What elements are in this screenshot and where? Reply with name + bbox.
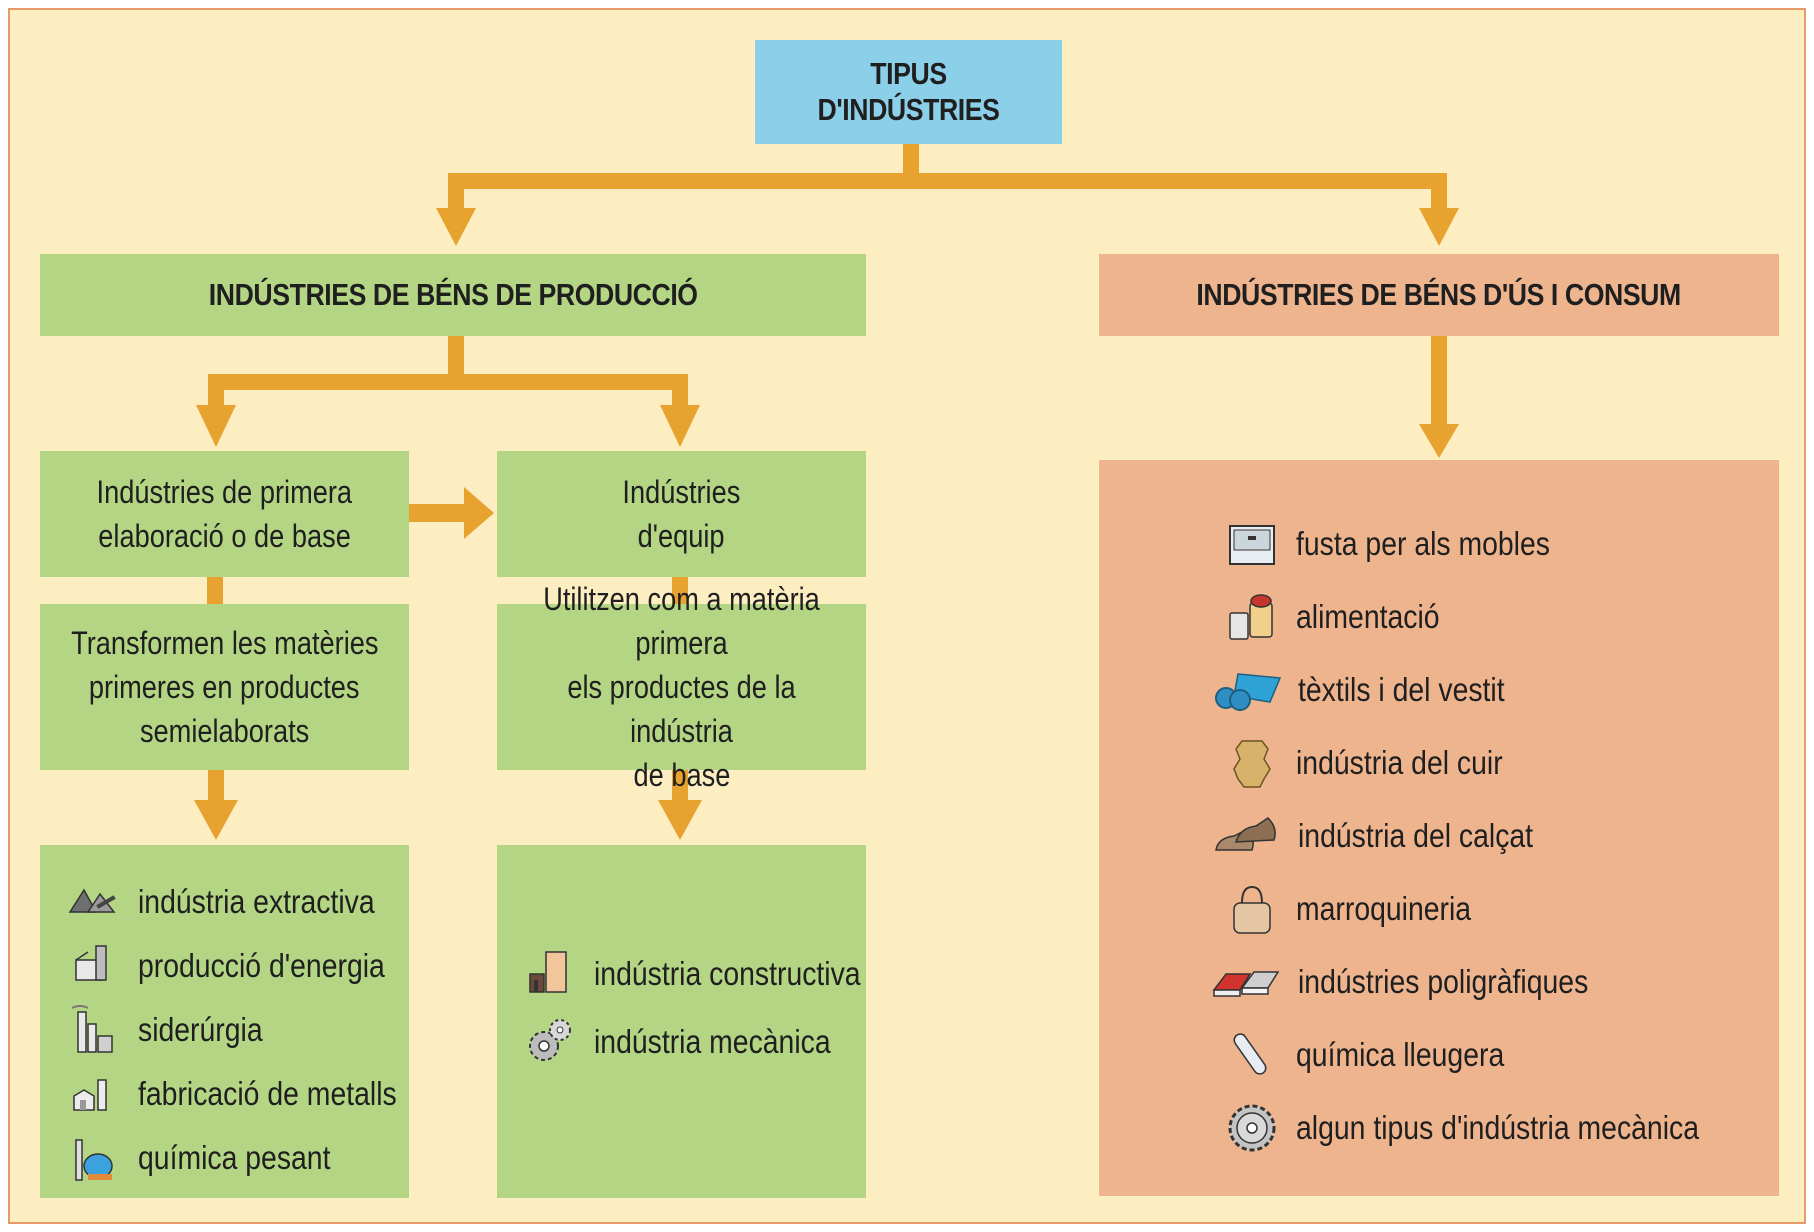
metal-factory-icon	[73, 1079, 107, 1111]
list-item-label: indústria del cuir	[1296, 744, 1503, 781]
equipment-title-line1: Indústries	[622, 474, 741, 510]
list-item-label: indústria constructiva	[594, 955, 861, 992]
test-tube-icon	[1233, 1033, 1267, 1075]
gear-icon	[1228, 1104, 1276, 1152]
list-item: tèxtils i del vestit	[1212, 662, 1538, 718]
list-item: indústria del calçat	[1212, 808, 1571, 864]
connector-left-drop	[448, 173, 464, 213]
connector-right-drop	[1431, 173, 1447, 213]
food-cans-icon	[1229, 594, 1273, 640]
steelworks-icon	[71, 1005, 113, 1053]
construction-icon	[529, 951, 567, 993]
list-item: indústria constructiva	[522, 946, 904, 1002]
connector-primary-drop	[208, 374, 224, 410]
list-item-label: indústria extractiva	[138, 883, 375, 920]
list-item-label: química pesant	[138, 1139, 331, 1176]
furniture-icon	[1229, 525, 1275, 565]
consumption-header: INDÚSTRIES DE BÉNS D'ÚS I CONSUM	[1099, 254, 1779, 336]
equipment-description: Utilitzen com a matèria primera els prod…	[497, 581, 866, 793]
equipment-title-line2: d'equip	[638, 518, 725, 554]
fabric-rolls-icon	[1215, 673, 1282, 711]
production-title: INDÚSTRIES DE BÉNS DE PRODUCCIÓ	[208, 277, 698, 312]
list-item-label: tèxtils i del vestit	[1298, 671, 1505, 708]
arrowhead-equipment-list	[658, 800, 702, 840]
list-item-label: indústria del calçat	[1298, 817, 1534, 854]
list-item-label: química lleugera	[1296, 1036, 1505, 1073]
list-item-label: alimentació	[1296, 598, 1440, 635]
connector-production-bar	[208, 374, 688, 390]
primary-title-line1: Indústries de primera	[96, 474, 353, 510]
list-item: alimentació	[1224, 589, 1463, 645]
shoes-icon	[1215, 817, 1276, 851]
list-item: indústria mecànica	[522, 1014, 869, 1070]
handbag-icon	[1233, 885, 1271, 934]
mining-icon	[68, 888, 116, 913]
books-icon	[1212, 971, 1280, 997]
chemical-plant-icon	[75, 1139, 113, 1181]
connector-equipment-drop	[672, 374, 688, 410]
connector-production-stem	[448, 336, 464, 378]
list-item: indústria extractiva	[66, 874, 413, 930]
list-item-label: indústria mecànica	[594, 1023, 831, 1060]
primary-desc-line1: Transformen les matèries	[70, 625, 379, 661]
connector-root-bar	[448, 173, 1447, 189]
primary-node: Indústries de primera elaboració o de ba…	[40, 451, 409, 577]
list-item: química pesant	[66, 1130, 362, 1186]
arrowhead-primary	[196, 405, 236, 447]
list-item: indústries poligràfiques	[1210, 954, 1636, 1010]
equipment-node: Indústries d'equip	[497, 451, 866, 577]
primary-title-line2: elaboració o de base	[98, 518, 351, 554]
list-item-label: fabricació de metalls	[138, 1075, 397, 1112]
connector-consumption-stem	[1431, 336, 1447, 428]
connector-side-bar	[408, 504, 468, 522]
root-title: TIPUS D'INDÚSTRIES	[817, 56, 1000, 127]
equipment-desc-line3: de base	[633, 757, 730, 793]
arrowhead-side	[464, 487, 494, 539]
list-item: fusta per als mobles	[1224, 516, 1591, 572]
connector-primary-list	[208, 769, 224, 805]
arrowhead-consumption	[1419, 208, 1459, 246]
arrowhead-production	[436, 208, 476, 246]
consumption-list-box	[1099, 460, 1779, 1196]
list-item: siderúrgia	[66, 1002, 283, 1058]
list-item: producció d'energia	[66, 938, 425, 994]
list-item-label: siderúrgia	[138, 1011, 263, 1048]
list-item-label: marroquineria	[1296, 890, 1472, 927]
primary-desc-line2: primeres en productes	[89, 669, 360, 705]
leather-hide-icon	[1233, 740, 1271, 788]
primary-desc-line3: semielaborats	[139, 713, 310, 749]
list-item: indústria del cuir	[1224, 735, 1536, 791]
connector-equipment-list	[672, 769, 688, 805]
list-item-label: algun tipus d'indústria mecànica	[1296, 1109, 1699, 1146]
production-header: INDÚSTRIES DE BÉNS DE PRODUCCIÓ	[40, 254, 866, 336]
list-item-label: indústries poligràfiques	[1298, 963, 1589, 1000]
equipment-desc-line2: els productes de la indústria	[567, 669, 796, 749]
power-plant-icon	[75, 945, 107, 981]
equipment-desc-line1: Utilitzen com a matèria primera	[543, 581, 820, 661]
connector-root-stem	[903, 143, 919, 176]
list-item-label: producció d'energia	[138, 947, 385, 984]
primary-description: Transformen les matèries primeres en pro…	[40, 604, 409, 770]
root-node: TIPUS D'INDÚSTRIES	[755, 40, 1062, 144]
connector-primary-title-desc	[207, 576, 223, 604]
list-item: marroquineria	[1224, 881, 1500, 937]
arrowhead-equipment	[660, 405, 700, 447]
consumption-title: INDÚSTRIES DE BÉNS D'ÚS I CONSUM	[1196, 277, 1682, 312]
arrowhead-primary-list	[194, 800, 238, 840]
connector-equipment-title-desc	[672, 576, 688, 604]
list-item-label: fusta per als mobles	[1296, 525, 1550, 562]
arrowhead-consumption-list	[1419, 424, 1459, 458]
list-item: fabricació de metalls	[66, 1066, 439, 1122]
list-item: química lleugera	[1224, 1027, 1538, 1083]
list-item: algun tipus d'indústria mecànica	[1224, 1100, 1765, 1156]
gears-icon	[529, 1019, 571, 1061]
